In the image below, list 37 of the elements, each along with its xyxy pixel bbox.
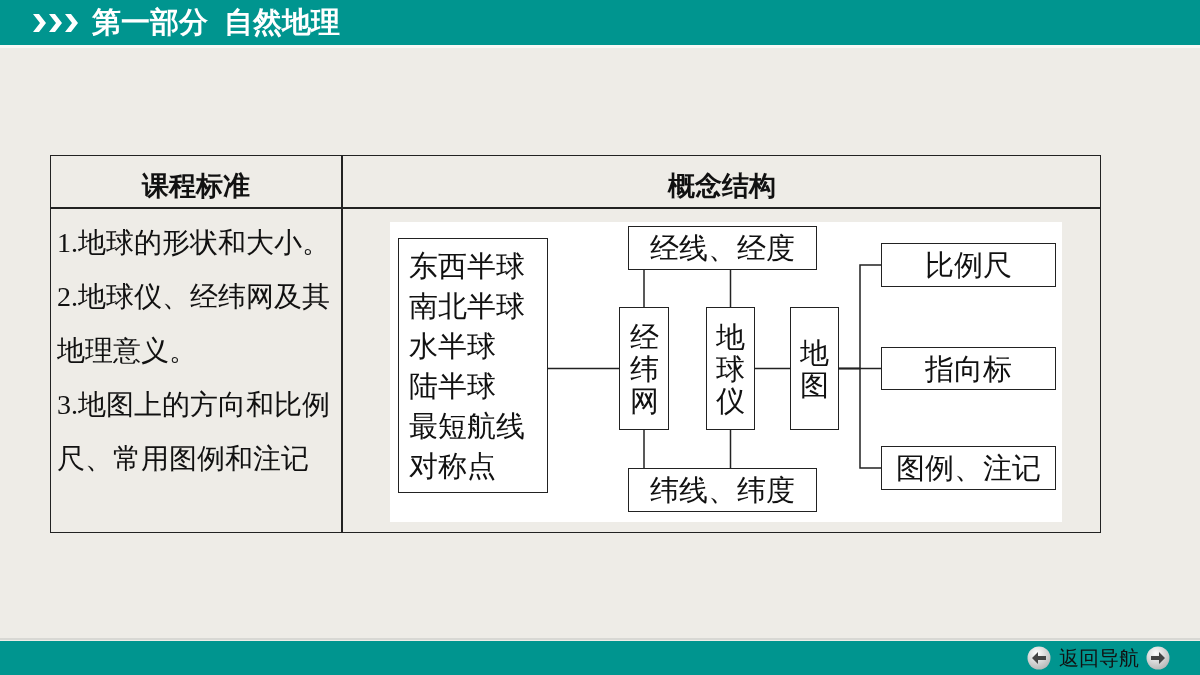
- connector-line: [547, 367, 620, 370]
- concept-box: [398, 238, 548, 493]
- column-header: 课程标准: [142, 171, 250, 201]
- standard-item: 3.地图上的方向和比例尺、常用图例和注记: [57, 388, 331, 476]
- connector-line: [729, 429, 732, 469]
- concept-label: 地球仪: [715, 320, 746, 417]
- concept-label: 南北半球: [409, 288, 525, 324]
- standard-item: 2.地球仪、经纬网及其地理意义。: [57, 280, 331, 368]
- concept-box: [706, 307, 755, 430]
- standard-item: 1.地球的形状和大小。: [57, 226, 331, 260]
- concept-box: [881, 347, 1056, 390]
- concept-label: 经纬网: [629, 320, 659, 417]
- concept-label: 东西半球: [409, 248, 525, 284]
- section-title: 第一部分 自然地理: [92, 5, 341, 40]
- connector-line: [643, 269, 645, 308]
- concept-label: 陆半球: [409, 368, 496, 404]
- concept-label: 图例、注记: [896, 451, 1041, 486]
- concept-box: [881, 446, 1056, 490]
- concept-label: 水半球: [409, 328, 496, 364]
- connector-line: [754, 367, 791, 370]
- concept-label: 对称点: [409, 448, 496, 484]
- connector-line: [838, 367, 882, 469]
- concept-box: [790, 307, 839, 430]
- concept-box: [881, 243, 1056, 287]
- concept-box: [619, 307, 669, 430]
- concept-label: 经线、经度: [650, 231, 795, 266]
- connector-line: [643, 429, 645, 469]
- concept-label: 纬线、纬度: [650, 473, 795, 508]
- concept-label: 指向标: [925, 351, 1012, 387]
- back-to-nav-link: 返回导航: [1059, 646, 1139, 671]
- concept-box: [628, 226, 817, 270]
- concept-box: [628, 468, 817, 512]
- concept-label: 最短航线: [409, 408, 525, 444]
- concept-label: 地图: [799, 336, 830, 401]
- column-header: 概念结构: [667, 171, 776, 201]
- concept-label: 比例尺: [925, 248, 1012, 283]
- connector-line: [729, 269, 732, 308]
